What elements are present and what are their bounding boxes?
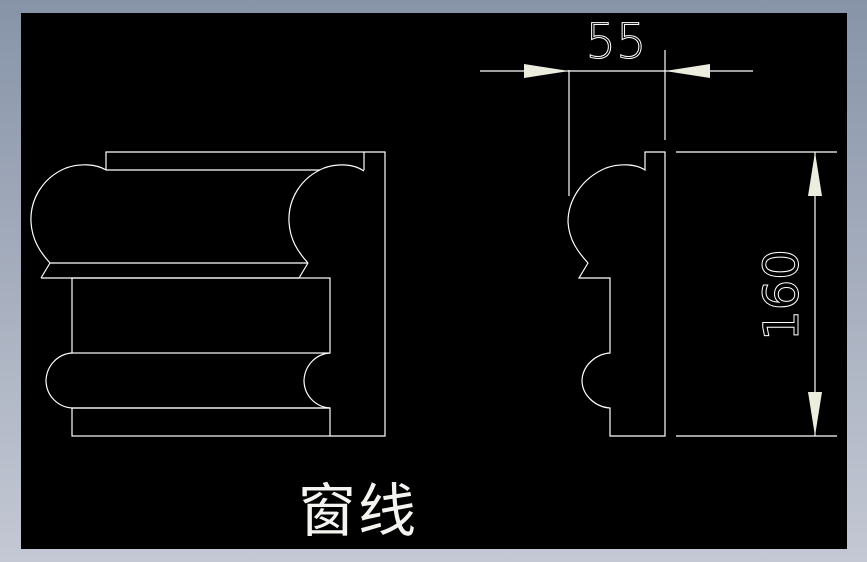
right-bottom-bead bbox=[303, 352, 331, 409]
bottom-band bbox=[71, 407, 331, 437]
arrow-right-icon bbox=[524, 64, 569, 78]
dimension-width-label: 55 bbox=[585, 14, 646, 70]
left-bottom-bead bbox=[45, 352, 73, 409]
cad-canvas[interactable] bbox=[21, 13, 847, 549]
drawing-title: 窗线 bbox=[298, 477, 419, 545]
elevation-view bbox=[30, 151, 386, 437]
section-profile bbox=[567, 151, 666, 437]
dimension-height bbox=[676, 151, 837, 437]
band-left-chamfer bbox=[40, 262, 51, 279]
arrow-down-icon bbox=[808, 392, 822, 436]
band-right-chamfer bbox=[298, 262, 309, 279]
arrow-left-icon bbox=[665, 64, 710, 78]
right-top-bead bbox=[288, 164, 365, 264]
left-top-bead bbox=[30, 164, 107, 264]
middle-band bbox=[71, 277, 331, 354]
dimension-height-label: 160 bbox=[754, 249, 810, 341]
dimension-width bbox=[480, 50, 753, 196]
top-fillet bbox=[105, 151, 386, 437]
arrow-up-icon bbox=[808, 152, 822, 196]
profile-outline bbox=[567, 151, 666, 437]
